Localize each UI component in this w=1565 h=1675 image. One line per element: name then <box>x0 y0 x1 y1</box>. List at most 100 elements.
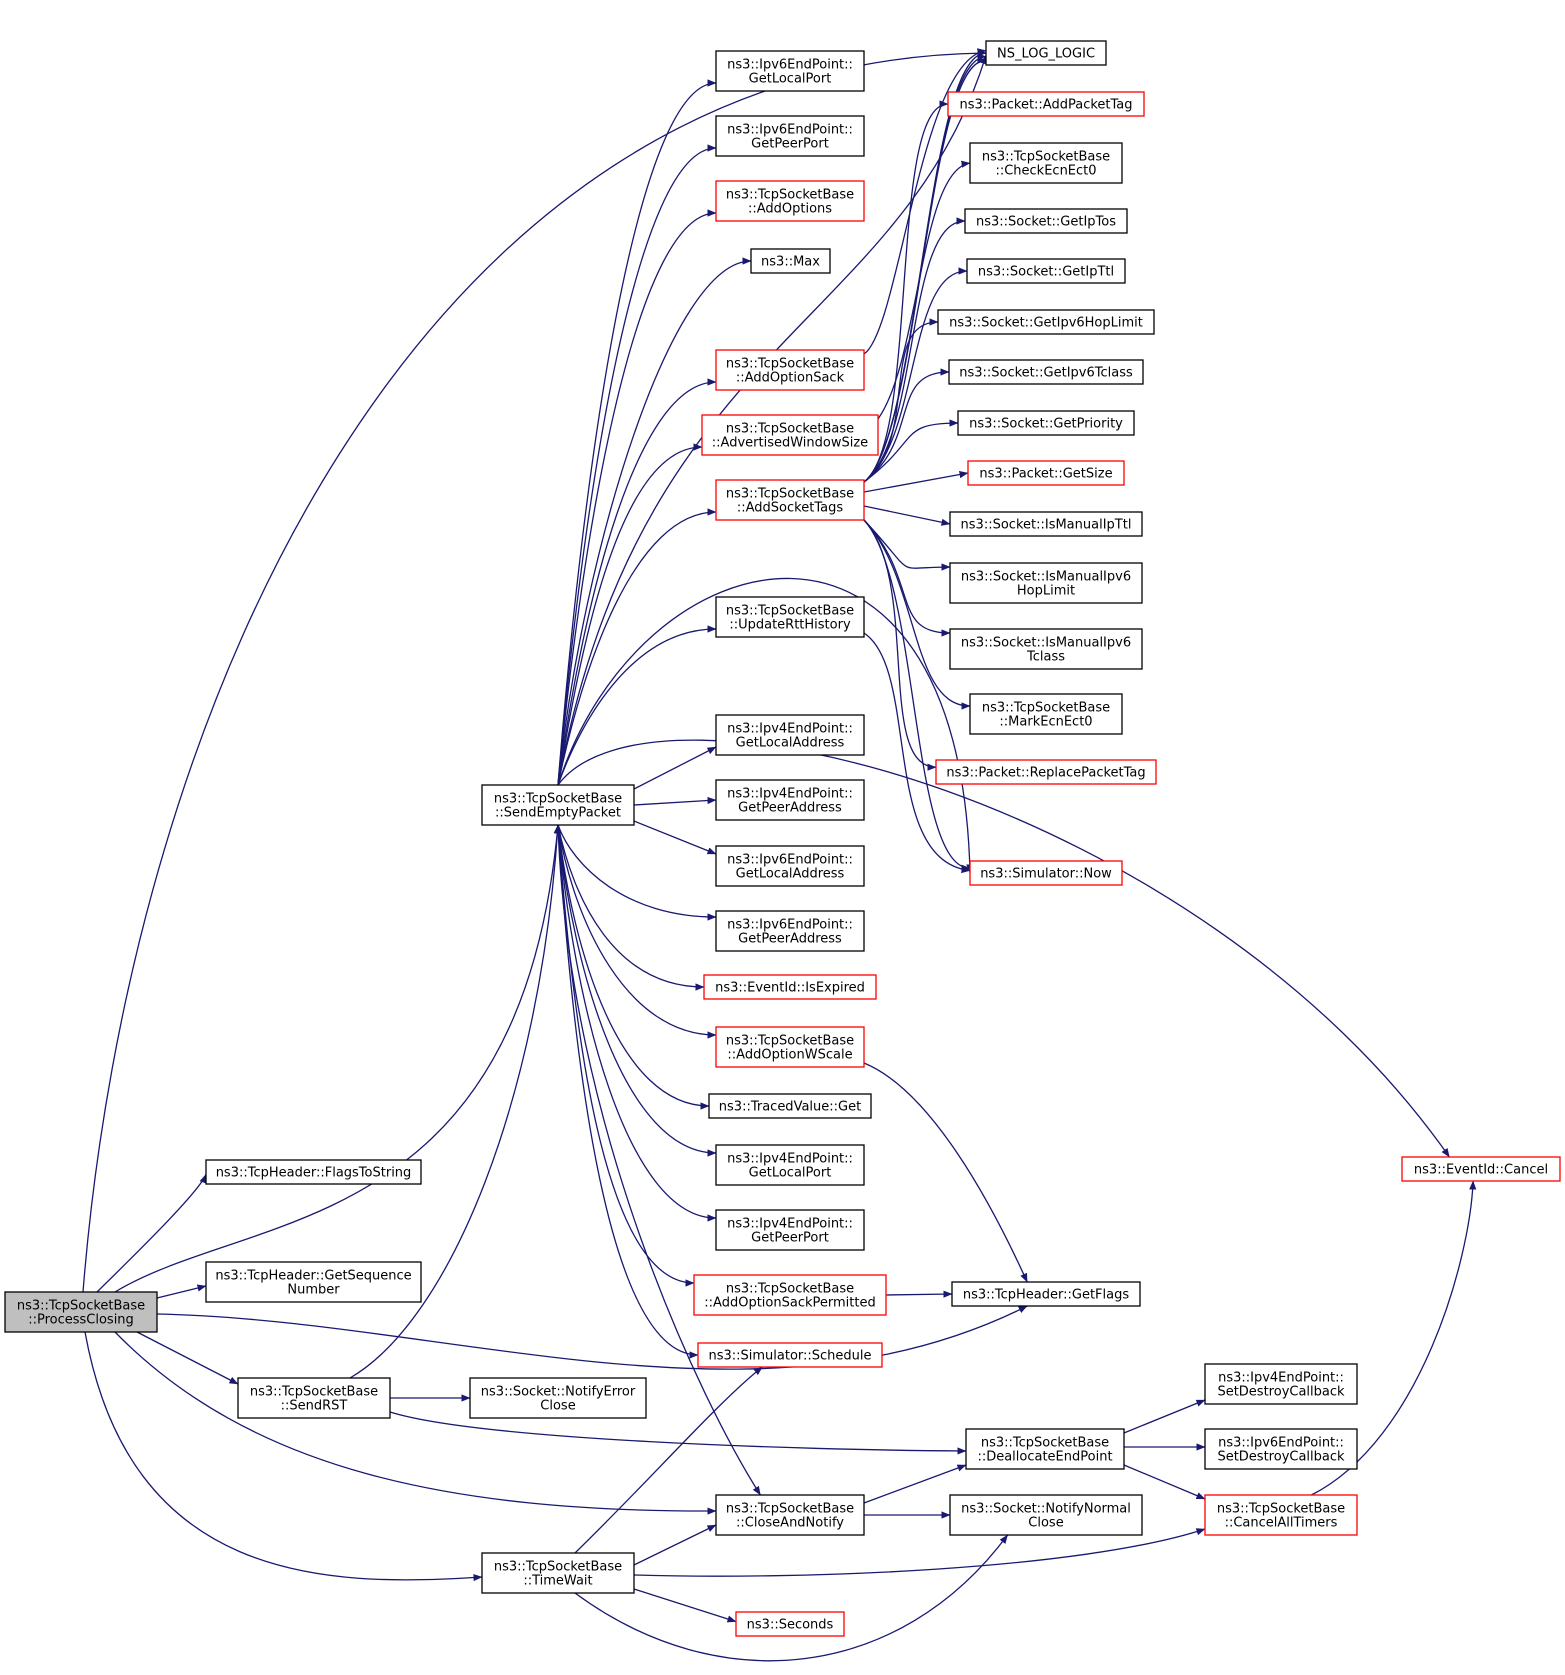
node-send-empty-packet[interactable]: ns3::TcpSocketBase::SendEmptyPacket <box>481 784 635 826</box>
edge-ast-gethoplimit <box>863 318 939 483</box>
node-add-option-wscale[interactable]: ns3::TcpSocketBase::AddOptionWScale <box>715 1026 865 1068</box>
node-add-packet-tag[interactable]: ns3::Packet::AddPacketTag <box>947 91 1145 117</box>
node-label: ns3::Packet::GetSize <box>979 467 1112 482</box>
edge-timewait-schedule <box>574 1366 763 1554</box>
edge-sep-ipv6localaddr <box>633 820 717 855</box>
node-flags-to-string[interactable]: ns3::TcpHeader::FlagsToString <box>205 1159 422 1185</box>
node-ipv4-get-peer-port[interactable]: ns3::Ipv4EndPoint::GetPeerPort <box>715 1209 865 1251</box>
node-label: ::AdvertisedWindowSize <box>712 436 868 451</box>
node-ipv6-get-peer-port[interactable]: ns3::Ipv6EndPoint::GetPeerPort <box>715 115 865 157</box>
node-seconds[interactable]: ns3::Seconds <box>735 1611 845 1637</box>
node-event-cancel[interactable]: ns3::EventId::Cancel <box>1401 1156 1561 1182</box>
edge-sep-ipv4localaddr <box>633 746 717 790</box>
edge-processclosing-timewait <box>84 1331 483 1582</box>
node-ipv4-get-peer-address[interactable]: ns3::Ipv4EndPoint::GetPeerAddress <box>715 779 865 821</box>
node-add-option-sack[interactable]: ns3::TcpSocketBase::AddOptionSack <box>715 349 865 391</box>
node-time-wait[interactable]: ns3::TcpSocketBase::TimeWait <box>481 1552 635 1594</box>
node-label: ::AddOptions <box>748 202 832 217</box>
node-label: ns3::TcpSocketBase <box>726 188 854 203</box>
node-label: ns3::Socket::GetIpv6HopLimit <box>949 316 1143 331</box>
edge-processclosing-sendrst <box>136 1331 239 1385</box>
node-ipv6-get-peer-address[interactable]: ns3::Ipv6EndPoint::GetPeerAddress <box>715 910 865 952</box>
node-label: ns3::EventId::Cancel <box>1414 1163 1548 1178</box>
node-ns-log-logic[interactable]: NS_LOG_LOGIC <box>985 40 1107 66</box>
node-update-rtt-history[interactable]: ns3::TcpSocketBase::UpdateRttHistory <box>715 596 865 638</box>
node-label: NS_LOG_LOGIC <box>997 47 1095 62</box>
node-label: ns3::Socket::NotifyError <box>481 1385 636 1400</box>
node-label: ::CancelAllTimers <box>1225 1516 1338 1531</box>
node-label: GetPeerPort <box>751 137 829 152</box>
node-label: ns3::Ipv4EndPoint:: <box>727 722 853 737</box>
node-label: ns3::TcpSocketBase <box>726 487 854 502</box>
node-ipv4-get-local-address[interactable]: ns3::Ipv4EndPoint::GetLocalAddress <box>715 714 865 756</box>
node-simulator-now[interactable]: ns3::Simulator::Now <box>969 860 1123 886</box>
node-tcp-header-get-flags[interactable]: ns3::TcpHeader::GetFlags <box>951 1281 1141 1307</box>
node-advertised-window-size[interactable]: ns3::TcpSocketBase::AdvertisedWindowSize <box>701 414 879 456</box>
edge-sep-addoptions <box>557 209 717 786</box>
edge-rtt-now <box>863 632 971 874</box>
edge-ast-markecn <box>863 519 971 710</box>
edge-sep-closeandnotify <box>557 824 761 1496</box>
node-ipv6-get-local-address[interactable]: ns3::Ipv6EndPoint::GetLocalAddress <box>715 845 865 887</box>
edge-timewait-seconds <box>633 1588 737 1623</box>
edge-sep-addoptionwscale <box>557 824 717 1039</box>
edge-sep-tracedget <box>557 824 710 1110</box>
node-is-manual-ip-ttl[interactable]: ns3::Socket::IsManualIpTtl <box>949 511 1143 537</box>
node-get-ip-ttl[interactable]: ns3::Socket::GetIpTtl <box>966 258 1126 284</box>
node-ipv4-set-destroy-callback[interactable]: ns3::Ipv4EndPoint::SetDestroyCallback <box>1204 1363 1358 1405</box>
node-get-ipv6-hop-limit[interactable]: ns3::Socket::GetIpv6HopLimit <box>937 309 1155 335</box>
node-label: ns3::Socket::GetIpv6Tclass <box>959 366 1133 381</box>
node-label: ns3::TcpSocketBase <box>726 1034 854 1049</box>
edge-ast-gettclass <box>863 368 950 483</box>
node-ipv6-get-local-port[interactable]: ns3::Ipv6EndPoint::GetLocalPort <box>715 50 865 92</box>
node-cancel-all-timers[interactable]: ns3::TcpSocketBase::CancelAllTimers <box>1204 1494 1358 1536</box>
node-label: ::AddOptionSack <box>736 371 845 386</box>
edge-processclosing-sendempty <box>114 824 561 1293</box>
node-add-option-sack-permitted[interactable]: ns3::TcpSocketBase::AddOptionSackPermitt… <box>693 1274 887 1316</box>
node-packet-get-size[interactable]: ns3::Packet::GetSize <box>967 460 1125 486</box>
node-close-and-notify[interactable]: ns3::TcpSocketBase::CloseAndNotify <box>715 1494 865 1536</box>
node-deallocate-end-point[interactable]: ns3::TcpSocketBase::DeallocateEndPoint <box>965 1428 1125 1470</box>
node-ipv6-set-destroy-callback[interactable]: ns3::Ipv6EndPoint::SetDestroyCallback <box>1204 1428 1358 1470</box>
node-get-ip-tos[interactable]: ns3::Socket::GetIpTos <box>964 208 1128 234</box>
node-add-socket-tags[interactable]: ns3::TcpSocketBase::AddSocketTags <box>715 479 865 521</box>
node-label: ns3::TcpHeader::GetSequence <box>215 1269 411 1284</box>
edge-ast-getsize <box>863 470 969 493</box>
node-get-priority[interactable]: ns3::Socket::GetPriority <box>957 410 1135 436</box>
node-label: GetPeerPort <box>751 1231 829 1246</box>
edge-processclosing-flagstostring <box>96 1173 207 1293</box>
node-ipv4-get-local-port[interactable]: ns3::Ipv4EndPoint::GetLocalPort <box>715 1144 865 1186</box>
node-label: ns3::Ipv6EndPoint:: <box>1218 1436 1344 1451</box>
node-process-closing[interactable]: ns3::TcpSocketBase::ProcessClosing <box>4 1291 158 1333</box>
node-add-options[interactable]: ns3::TcpSocketBase::AddOptions <box>715 180 865 222</box>
node-mark-ecn-ect0[interactable]: ns3::TcpSocketBase::MarkEcnEct0 <box>969 693 1123 735</box>
edge-processclosing-getseq <box>156 1284 207 1299</box>
node-traced-value-get[interactable]: ns3::TracedValue::Get <box>708 1093 872 1119</box>
node-simulator-schedule[interactable]: ns3::Simulator::Schedule <box>697 1342 883 1368</box>
edge-sep-ipv6peerport <box>557 144 717 786</box>
node-label: Close <box>540 1399 575 1414</box>
node-label: ns3::Ipv6EndPoint:: <box>727 853 853 868</box>
node-check-ecn-ect0[interactable]: ns3::TcpSocketBase::CheckEcnEct0 <box>969 142 1123 184</box>
edge-ast-ismanualttl <box>863 505 951 526</box>
node-event-is-expired[interactable]: ns3::EventId::IsExpired <box>703 974 877 1000</box>
node-replace-packet-tag[interactable]: ns3::Packet::ReplacePacketTag <box>935 759 1157 785</box>
node-label: ::ProcessClosing <box>28 1313 134 1328</box>
node-label: Tclass <box>1026 650 1065 665</box>
node-label: ::MarkEcnEct0 <box>999 715 1092 730</box>
edge-sendrst-sendempty <box>349 824 562 1379</box>
node-send-rst[interactable]: ns3::TcpSocketBase::SendRST <box>237 1377 391 1419</box>
node-max[interactable]: ns3::Max <box>750 248 831 274</box>
node-get-ipv6-tclass[interactable]: ns3::Socket::GetIpv6Tclass <box>948 359 1144 385</box>
node-label: Number <box>287 1283 340 1298</box>
node-label: ns3::TcpSocketBase <box>726 1282 854 1297</box>
edge-processclosing-getflags <box>156 1305 1028 1370</box>
node-label: ns3::Socket::IsManualIpTtl <box>961 518 1132 533</box>
edge-close-dealloc <box>863 1464 967 1504</box>
edge-timewait-notifynormal <box>574 1534 1009 1662</box>
